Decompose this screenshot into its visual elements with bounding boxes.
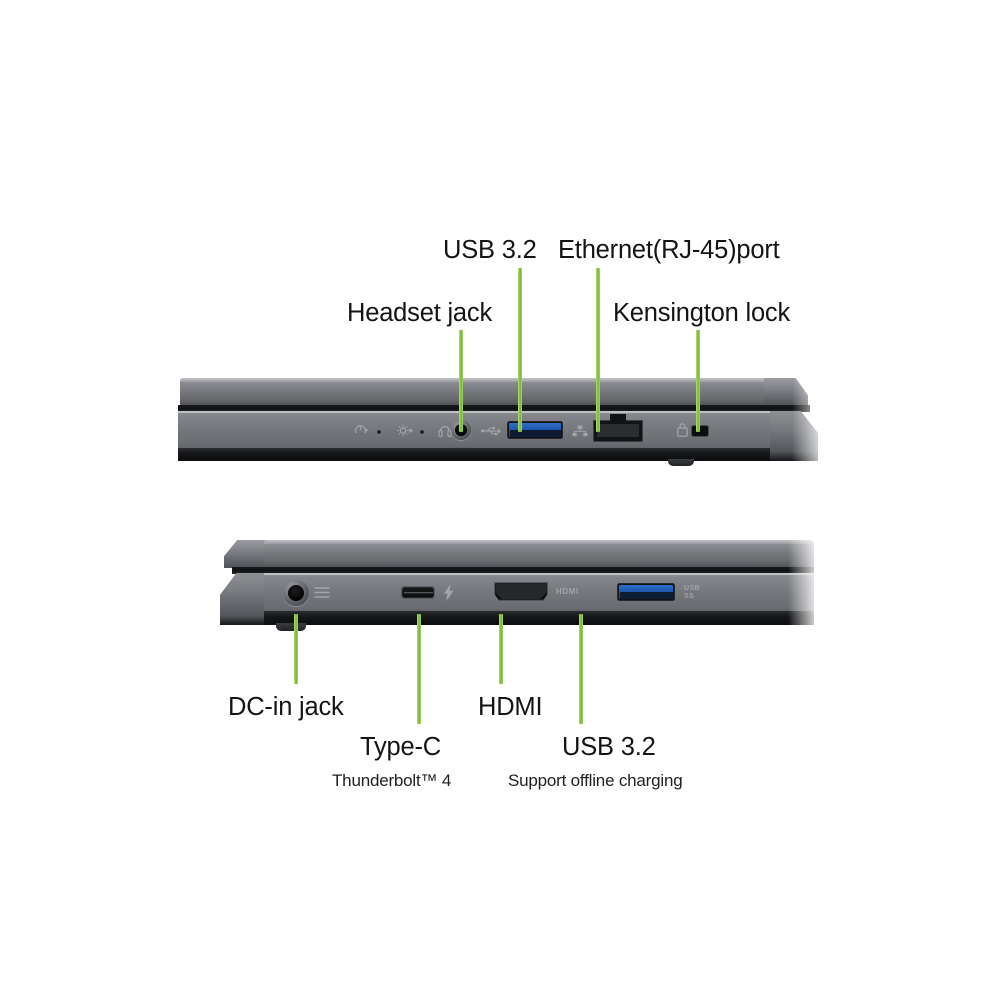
type-c-tongue — [403, 591, 433, 594]
label-headset-jack: Headset jack — [347, 299, 493, 327]
kensington-lock-slot — [691, 425, 709, 437]
lid-base-seam — [232, 567, 814, 574]
usb-type-c-port — [401, 586, 435, 599]
leader-line-usb-32-top — [518, 268, 522, 432]
label-kensington-lock: Kensington lock — [613, 299, 791, 327]
power-indicator-icon — [354, 425, 369, 434]
lid-highlight — [180, 378, 772, 382]
label-ethernet-rj45-port: Ethernet(RJ-45)port — [558, 236, 780, 264]
label-usb-32-bottom: USB 3.2 — [562, 733, 656, 761]
label-hdmi: HDMI — [478, 693, 543, 721]
lid-left-chamfer — [224, 540, 268, 568]
dc-in-jack-port — [283, 580, 309, 606]
base-left-chamfer — [220, 573, 268, 625]
rj45-latch-notch — [610, 414, 626, 423]
laptop-top-view — [168, 372, 832, 484]
base-bottom-shadow — [178, 448, 778, 461]
usb-a-contact-tongue — [509, 430, 561, 437]
label-dc-in-jack: DC-in jack — [228, 693, 344, 721]
laptop-lid-bottom — [264, 540, 814, 568]
usb-a-port-bottom — [618, 584, 674, 600]
laptop-base-top-view — [178, 411, 778, 461]
hdmi-label-icon: HDMI — [556, 587, 579, 596]
base-bottom-shadow — [264, 611, 814, 625]
laptop-lid-top — [180, 378, 772, 406]
battery-indicator-icon — [397, 424, 413, 437]
base-top-highlight — [178, 411, 778, 413]
leader-line-headset-jack — [459, 330, 463, 432]
thunderbolt-icon — [444, 584, 454, 601]
label-usb-32-top: USB 3.2 — [443, 236, 537, 264]
ethernet-port-icon — [572, 425, 588, 437]
dc-in-jack-hole — [288, 585, 304, 601]
sublabel-thunderbolt-4: Thunderbolt™ 4 — [332, 771, 452, 790]
usb-a-contact-tongue — [619, 592, 673, 599]
rubber-foot — [276, 623, 306, 631]
sublabel-offline-charging: Support offline charging — [508, 771, 683, 790]
lid-base-seam — [178, 405, 810, 412]
leader-line-hdmi — [499, 614, 503, 684]
lid-right-chamfer — [764, 378, 808, 406]
hdmi-cavity — [496, 584, 546, 599]
kensington-lock-icon — [677, 423, 688, 437]
leader-line-type-c — [417, 614, 421, 724]
usb-port-icon — [481, 426, 501, 436]
ethernet-rj45-port — [593, 414, 643, 442]
leader-line-ethernet — [596, 268, 600, 432]
base-right-chamfer — [770, 411, 818, 461]
rj45-cavity — [597, 424, 639, 437]
lid-surface — [180, 378, 772, 406]
lid-surface — [264, 540, 814, 568]
dc-in-icon — [314, 587, 330, 598]
leader-line-dc-in-jack — [294, 614, 298, 684]
battery-led — [420, 430, 424, 434]
base-top-highlight — [264, 573, 814, 575]
leader-line-usb-32-bottom — [579, 614, 583, 724]
label-type-c: Type-C — [360, 733, 441, 761]
leader-line-kensington-lock — [696, 330, 700, 432]
headset-port-icon — [438, 425, 452, 438]
usb-a-port-top — [508, 422, 562, 438]
hdmi-port — [494, 582, 548, 601]
rubber-foot — [668, 459, 694, 466]
lid-highlight — [264, 540, 814, 544]
power-led — [377, 430, 381, 434]
